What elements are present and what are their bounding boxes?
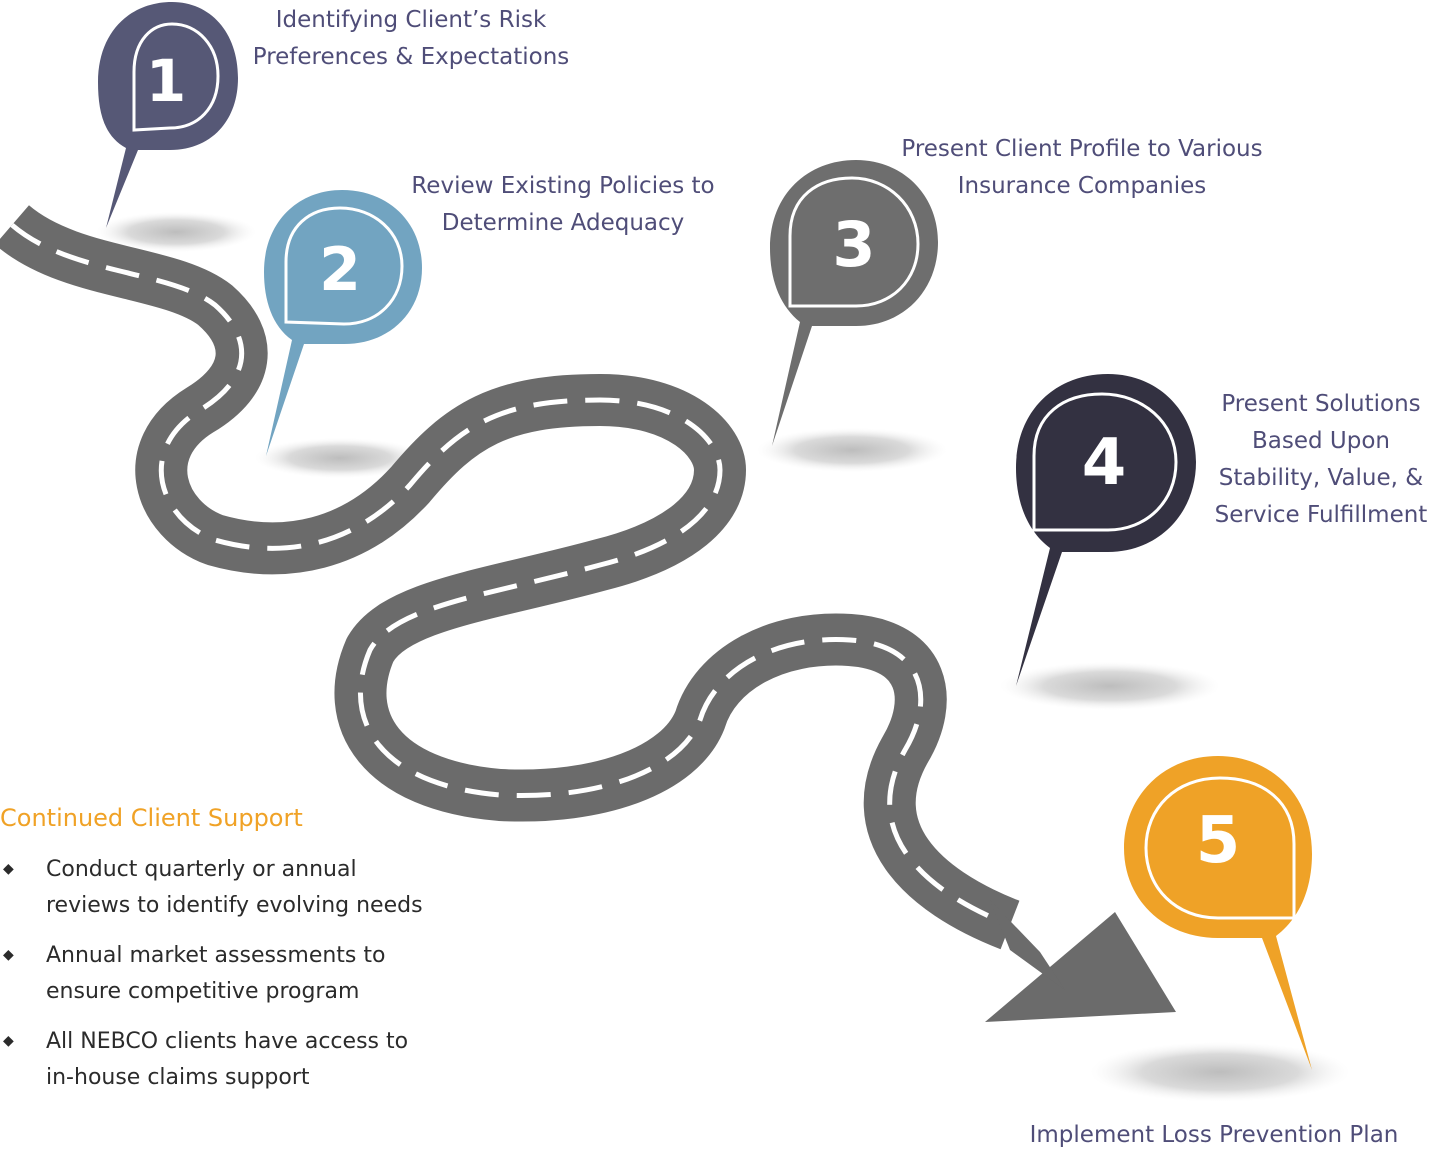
step-2-label-line: Review Existing Policies to [411, 173, 715, 199]
support-item-line: Conduct quarterly or annual [46, 857, 357, 882]
pin-4: 4 [1016, 374, 1196, 686]
step-3-label-line: Insurance Companies [957, 173, 1207, 199]
pin-shadow-1 [96, 212, 256, 252]
pin-shadow-4 [1000, 662, 1220, 710]
step-1-label: Identifying Client’s Risk Preferences & … [236, 2, 586, 76]
pin-3-marker [770, 160, 938, 446]
pin-shadow-2 [255, 438, 425, 478]
support-list: ◆ Conduct quarterly or annual reviews to… [0, 852, 480, 1096]
step-5-label: Implement Loss Prevention Plan [1000, 1117, 1428, 1154]
step-3-label: Present Client Profile to Various Insura… [872, 131, 1292, 205]
road-arrow-neck [990, 900, 1065, 990]
support-item: ◆ Conduct quarterly or annual reviews to… [0, 852, 480, 924]
road-center-stripe [10, 223, 1011, 928]
diamond-bullet-icon: ◆ [3, 861, 14, 877]
diamond-bullet-icon: ◆ [3, 947, 14, 963]
step-4-label-line: Based Upon [1252, 428, 1390, 454]
diamond-bullet-icon: ◆ [3, 1033, 14, 1049]
step-1-label-line: Preferences & Expectations [252, 44, 570, 70]
step-2-label-line: Determine Adequacy [441, 210, 685, 236]
support-item: ◆ Annual market assessments to ensure co… [0, 938, 480, 1010]
pin-5-inner-ring [1144, 776, 1296, 920]
winding-road [0, 204, 1176, 1022]
support-item-line: Annual market assessments to [46, 943, 386, 968]
pin-shadow-5 [1090, 1042, 1350, 1102]
step-1-label-line: Identifying Client’s Risk [275, 7, 547, 33]
pin-5-marker [1124, 756, 1312, 1070]
pin-3: 3 [770, 160, 938, 446]
road-arrowhead [985, 912, 1176, 1022]
support-item-line: ensure competitive program [46, 979, 360, 1004]
pin-2-inner-ring [284, 206, 404, 326]
pin-shadows [96, 212, 1350, 1102]
support-title: Continued Client Support [0, 804, 303, 832]
step-5-label-line: Implement Loss Prevention Plan [1029, 1122, 1399, 1148]
pin-2-number: 2 [319, 235, 361, 305]
pin-3-number: 3 [832, 208, 875, 281]
pin-1-inner-ring [132, 22, 220, 132]
step-4-label: Present Solutions Based Upon Stability, … [1196, 386, 1446, 534]
step-4-label-line: Service Fulfillment [1214, 502, 1428, 528]
pin-shadow-3 [757, 428, 947, 472]
step-3-label-line: Present Client Profile to Various [901, 136, 1263, 162]
step-4-label-line: Present Solutions [1221, 391, 1421, 417]
pin-1-number: 1 [146, 47, 186, 115]
pin-5: 5 [1124, 756, 1312, 1070]
pin-2: 2 [264, 190, 422, 456]
support-item-line: reviews to identify evolving needs [46, 893, 423, 918]
pin-1: 1 [98, 2, 238, 228]
pin-4-inner-ring [1032, 392, 1178, 532]
support-item: ◆ All NEBCO clients have access to in-ho… [0, 1024, 480, 1096]
pin-4-number: 4 [1082, 426, 1127, 500]
continued-support-section: Continued Client Support ◆ Conduct quart… [0, 800, 480, 1110]
pin-1-marker [98, 2, 238, 228]
pin-5-number: 5 [1196, 804, 1241, 878]
pin-3-inner-ring [788, 176, 920, 308]
support-item-line: All NEBCO clients have access to [46, 1029, 409, 1054]
support-item-line: in-house claims support [46, 1065, 310, 1090]
step-4-label-line: Stability, Value, & [1218, 465, 1424, 491]
step-2-label: Review Existing Policies to Determine Ad… [388, 168, 738, 242]
